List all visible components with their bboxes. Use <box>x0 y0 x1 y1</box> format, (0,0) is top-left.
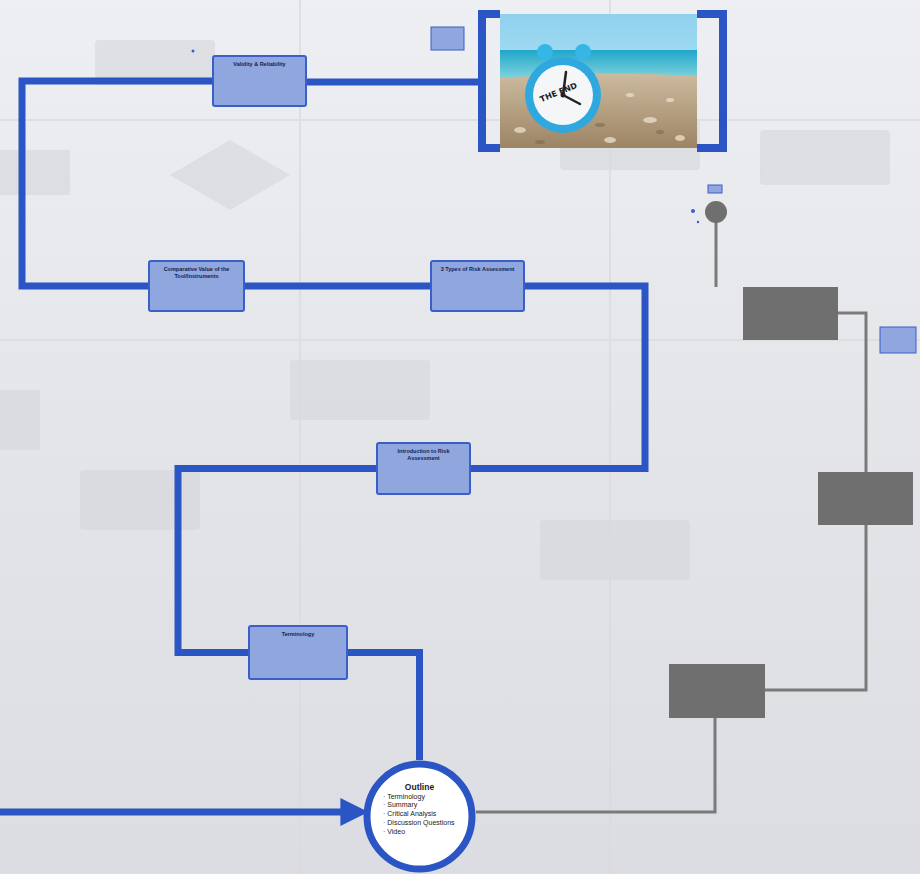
entry-arrow <box>0 809 346 816</box>
box-title: Validity & Reliability <box>219 61 300 68</box>
topic-box: Comparative Value of the Tool/Instrument… <box>148 260 245 312</box>
thumbnail <box>880 327 916 353</box>
image-bracket <box>478 10 727 152</box>
topic-box: Terminology <box>248 625 348 680</box>
topic-box: 3 Types of Risk Assessment <box>430 260 525 312</box>
dot <box>691 209 695 213</box>
outline-item: · Critical Analysis <box>383 810 470 819</box>
grey-dot <box>705 201 727 223</box>
thumbnail <box>708 185 722 193</box>
outline-item: · Terminology <box>383 793 470 802</box>
box-title: Terminology <box>255 631 341 638</box>
grey-path <box>476 222 866 812</box>
dot <box>192 50 195 53</box>
beach-photo <box>500 14 697 148</box>
flow-connector <box>348 653 420 761</box>
image-link-line <box>307 79 480 86</box>
box-title: 3 Types of Risk Assessment <box>437 266 518 273</box>
outline-circle: Outline· Terminology· Summary· Critical … <box>363 760 476 873</box>
circle-outline <box>367 764 472 869</box>
grey-box <box>743 287 838 340</box>
topic-box: Validity & Reliability <box>212 55 307 107</box>
flow-connector <box>471 286 645 469</box>
box-title: Introduction to Risk Assessment <box>383 448 464 461</box>
flow-connector <box>245 283 430 290</box>
clock-face-text: THE END <box>539 81 579 104</box>
box-title: Comparative Value of the Tool/Instrument… <box>155 266 238 279</box>
outline-heading: Outline <box>383 782 456 793</box>
topic-box: Introduction to Risk Assessment <box>376 442 471 495</box>
thumbnail <box>431 27 464 50</box>
flow-connector <box>22 81 212 286</box>
outline-list: Outline· Terminology· Summary· Critical … <box>383 782 470 836</box>
outline-item: · Video <box>383 828 470 837</box>
dot <box>697 221 699 223</box>
outline-item: · Discussion Questions <box>383 819 470 828</box>
grey-box <box>669 664 765 718</box>
outline-item: · Summary <box>383 801 470 810</box>
grey-box <box>818 472 913 525</box>
